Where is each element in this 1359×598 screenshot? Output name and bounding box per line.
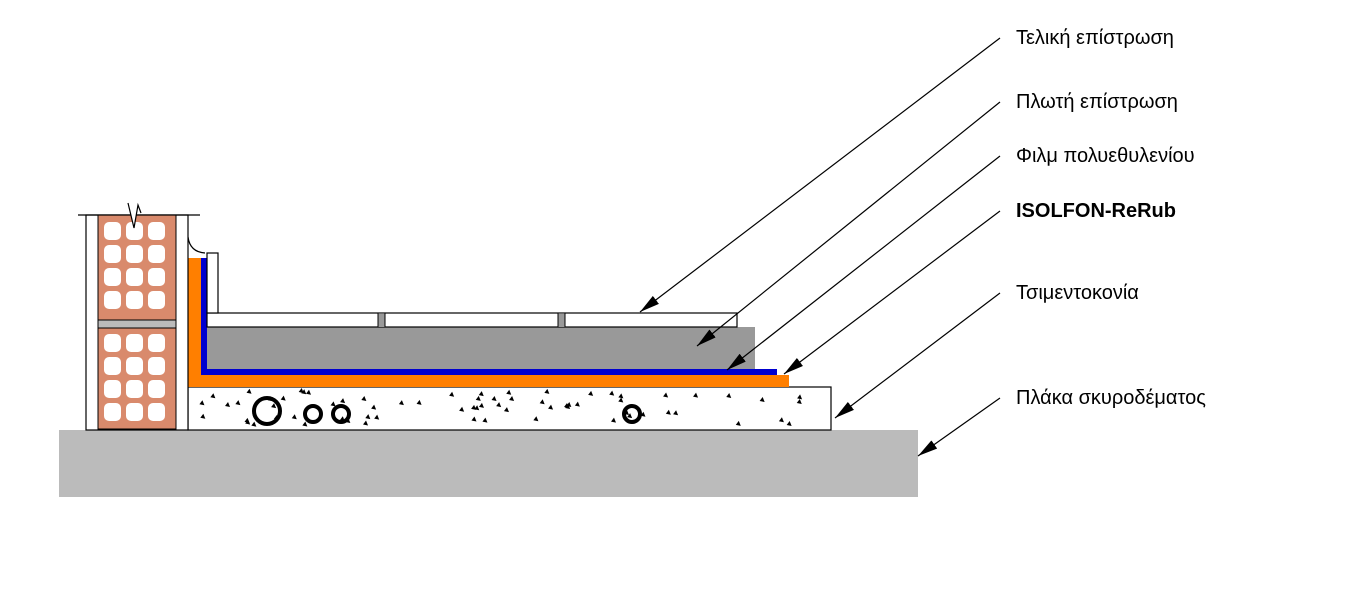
label-polyethylene-film: Φιλμ πολυεθυλενίου — [1016, 145, 1195, 167]
label-floating-screed: Πλωτή επίστρωση — [1016, 91, 1178, 113]
leader-lines — [639, 37, 1001, 457]
label-concrete-slab: Πλάκα σκυροδέματος — [1016, 387, 1206, 409]
finish-tiles — [206, 312, 738, 328]
label-finish-coating: Τελική επίστρωση — [1016, 27, 1174, 49]
floating-screed — [207, 327, 755, 369]
brick-wall — [78, 202, 200, 431]
heating-pipes — [252, 396, 642, 426]
skirting — [206, 252, 219, 314]
label-cement-screed: Τσιμεντοκονία — [1016, 282, 1139, 304]
label-isolfon: ISOLFON-ReRub — [1016, 200, 1176, 222]
concrete-slab — [59, 430, 918, 497]
